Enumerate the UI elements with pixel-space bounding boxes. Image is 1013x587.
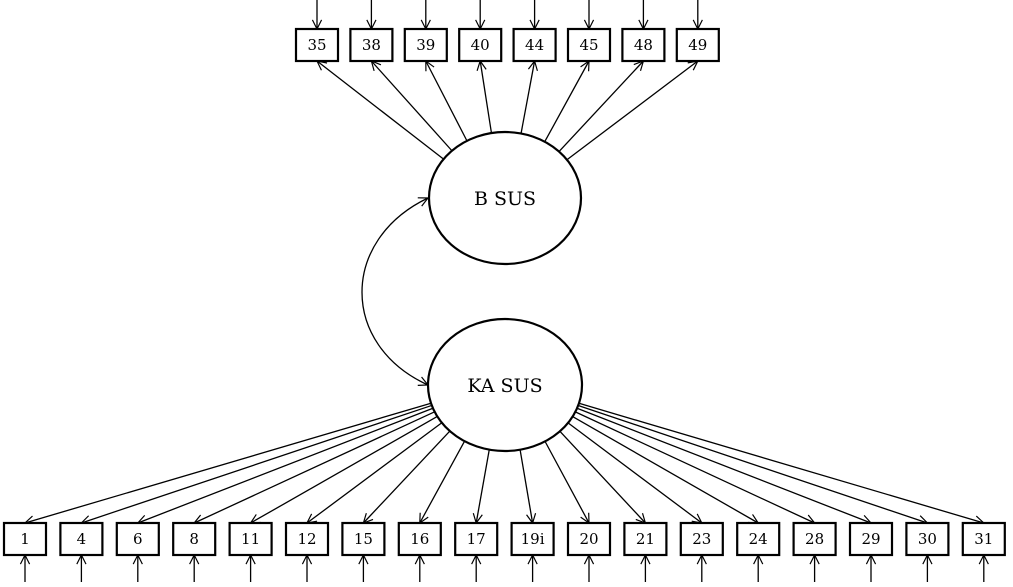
factor-ka-sus-label: KA SUS bbox=[467, 375, 542, 397]
factor-correlation-arrow bbox=[361, 198, 428, 385]
loading-arrow-48 bbox=[558, 61, 643, 153]
indicator-label-20: 20 bbox=[579, 530, 598, 548]
indicator-box-16 bbox=[397, 521, 442, 557]
indicator-label-28: 28 bbox=[805, 530, 824, 548]
indicator-label-30: 30 bbox=[918, 530, 937, 548]
indicator-box-44 bbox=[512, 27, 557, 63]
loading-arrow-49 bbox=[566, 61, 698, 161]
nodes-layer: B SUS KA SUS 35 38 39 40 44 45 48 49 1 4 6 8 11 12 15 1… bbox=[2, 27, 1006, 557]
indicator-label-1: 1 bbox=[20, 530, 30, 548]
factor-ka-sus bbox=[426, 317, 584, 453]
loading-arrow-23 bbox=[567, 422, 702, 523]
indicator-label-11: 11 bbox=[241, 530, 260, 548]
indicator-label-24: 24 bbox=[749, 530, 768, 548]
loading-arrow-1 bbox=[25, 402, 432, 523]
indicator-label-35: 35 bbox=[307, 36, 326, 54]
indicator-label-15: 15 bbox=[354, 530, 373, 548]
loading-arrow-19i bbox=[519, 449, 532, 523]
indicator-label-8: 8 bbox=[189, 530, 199, 548]
loading-arrow-17 bbox=[476, 449, 490, 523]
factor-b-sus-label: B SUS bbox=[474, 188, 536, 210]
indicator-box-40 bbox=[458, 27, 503, 63]
loading-arrow-35 bbox=[317, 61, 444, 160]
loading-arrow-8 bbox=[194, 411, 435, 523]
loading-arrow-4 bbox=[81, 404, 432, 523]
indicator-label-16: 16 bbox=[410, 530, 429, 548]
indicator-label-23: 23 bbox=[692, 530, 711, 548]
loading-arrow-45 bbox=[544, 61, 589, 143]
loading-arrow-21 bbox=[559, 430, 645, 523]
indicator-box-11 bbox=[228, 521, 273, 557]
loading-arrow-39 bbox=[426, 61, 468, 142]
indicator-label-48: 48 bbox=[634, 36, 653, 54]
indicator-box-6 bbox=[115, 521, 160, 557]
loading-arrow-15 bbox=[363, 430, 451, 523]
indicator-box-12 bbox=[284, 521, 330, 557]
edges-layer bbox=[25, 0, 984, 582]
indicator-box-35 bbox=[294, 27, 340, 63]
indicator-label-29: 29 bbox=[861, 530, 880, 548]
loading-arrow-31 bbox=[578, 402, 984, 523]
factor-b-sus bbox=[427, 130, 583, 266]
indicator-label-44: 44 bbox=[525, 36, 544, 54]
indicator-box-48 bbox=[621, 27, 666, 63]
indicator-label-39: 39 bbox=[416, 36, 435, 54]
loading-arrow-44 bbox=[520, 61, 535, 134]
loading-arrow-40 bbox=[480, 61, 493, 134]
indicator-label-38: 38 bbox=[362, 36, 381, 54]
indicator-label-40: 40 bbox=[471, 36, 490, 54]
indicator-box-49 bbox=[675, 27, 720, 63]
loading-arrow-30 bbox=[577, 404, 927, 523]
indicator-box-4 bbox=[59, 521, 104, 557]
indicator-box-31 bbox=[961, 521, 1006, 557]
indicator-label-31: 31 bbox=[974, 530, 993, 548]
indicator-box-20 bbox=[566, 521, 612, 557]
indicator-box-30 bbox=[905, 521, 950, 557]
indicator-label-17: 17 bbox=[467, 530, 486, 548]
loading-arrow-6 bbox=[138, 407, 434, 523]
indicator-box-21 bbox=[623, 521, 668, 557]
indicator-box-39 bbox=[403, 27, 448, 63]
indicator-label-12: 12 bbox=[297, 530, 316, 548]
loading-arrow-24 bbox=[572, 416, 759, 523]
indicator-label-45: 45 bbox=[579, 36, 598, 54]
indicator-box-29 bbox=[848, 521, 894, 557]
indicator-box-28 bbox=[792, 521, 837, 557]
indicator-box-45 bbox=[566, 27, 612, 63]
loading-arrow-29 bbox=[576, 407, 871, 523]
loading-arrow-20 bbox=[544, 441, 589, 523]
loading-arrow-12 bbox=[307, 422, 443, 523]
indicator-label-19i: 19i bbox=[521, 530, 545, 548]
indicator-box-15 bbox=[341, 521, 386, 557]
indicator-label-21: 21 bbox=[636, 530, 655, 548]
indicator-box-17 bbox=[454, 521, 499, 557]
indicator-label-49: 49 bbox=[688, 36, 707, 54]
indicator-box-38 bbox=[349, 27, 394, 63]
indicator-box-1 bbox=[2, 521, 48, 557]
loading-arrow-38 bbox=[371, 61, 453, 152]
loading-arrow-16 bbox=[420, 440, 466, 523]
indicator-box-8 bbox=[172, 521, 217, 557]
loading-arrow-28 bbox=[575, 411, 814, 523]
loading-arrow-11 bbox=[251, 415, 438, 523]
indicator-label-6: 6 bbox=[133, 530, 143, 548]
indicator-label-4: 4 bbox=[77, 530, 87, 548]
indicator-box-23 bbox=[679, 521, 724, 557]
indicator-box-24 bbox=[736, 521, 781, 557]
indicator-box-19i bbox=[510, 521, 555, 557]
